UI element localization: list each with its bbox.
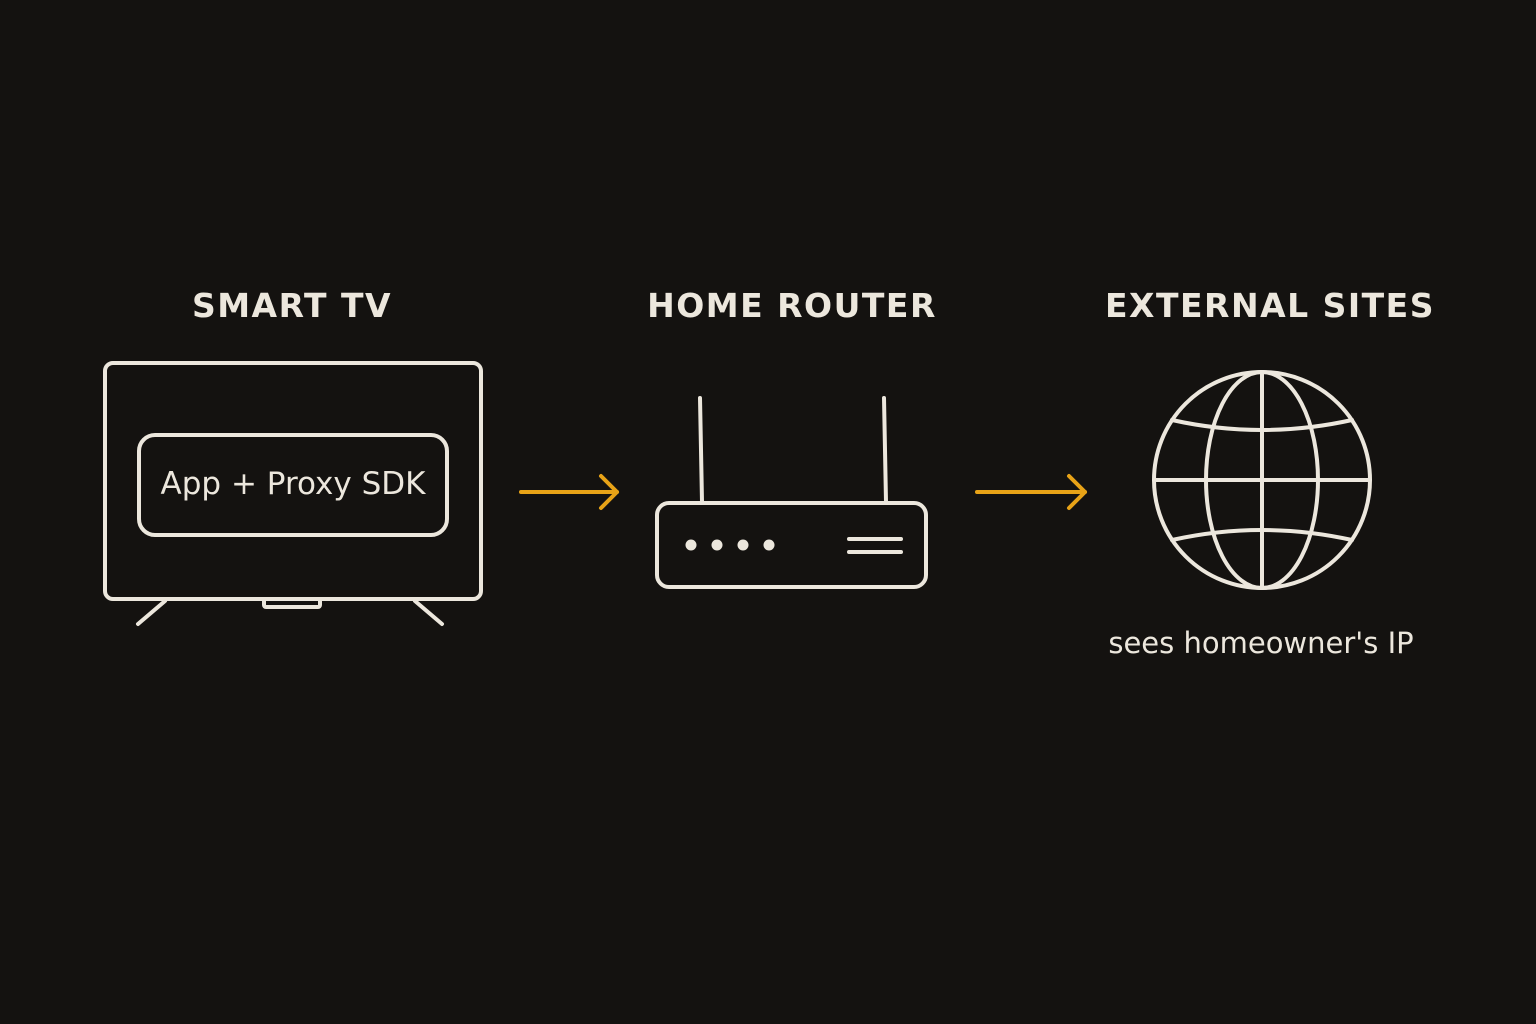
smart-tv-title: SMART TV: [191, 286, 393, 325]
app-proxy-sdk-label: App + Proxy SDK: [160, 466, 426, 502]
home-router-title: HOME ROUTER: [647, 286, 937, 325]
sees-homeowners-ip-caption: sees homeowner's IP: [1108, 626, 1414, 660]
external-sites-title: EXTERNAL SITES: [1105, 286, 1435, 325]
